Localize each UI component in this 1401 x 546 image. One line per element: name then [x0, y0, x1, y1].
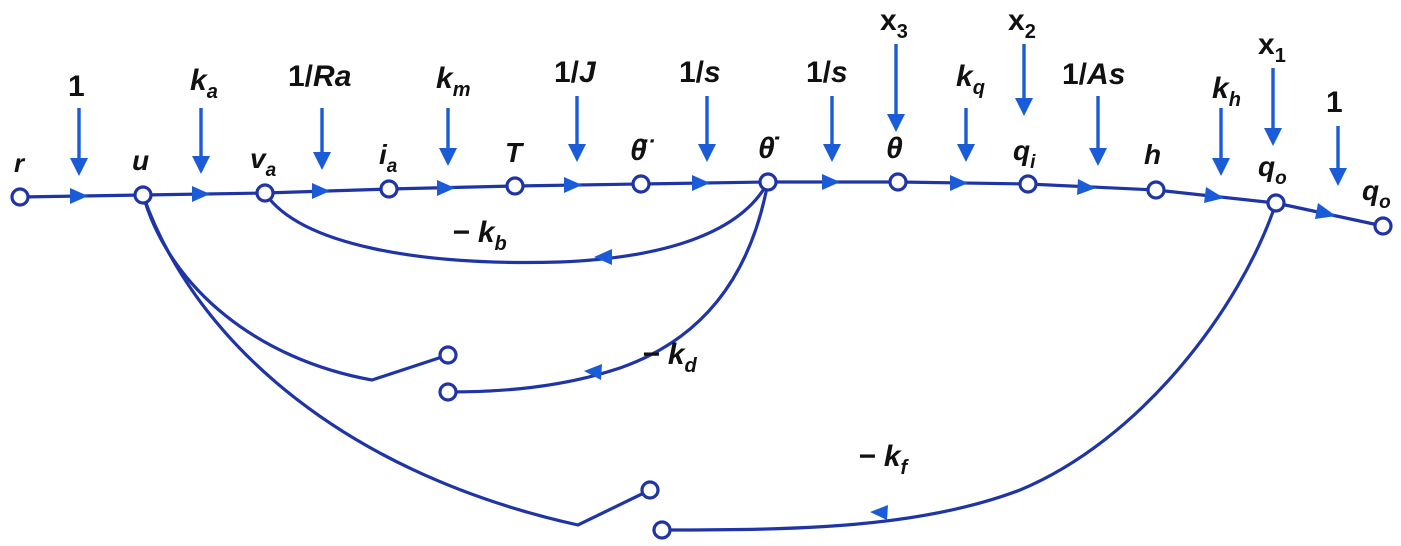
gain-T-thetaddot: 1/J: [554, 56, 597, 89]
node-label-va: va: [250, 143, 277, 181]
gain-arrows: [70, 44, 1347, 186]
node-theta: [888, 172, 908, 192]
switch-terminal-c: [640, 480, 660, 500]
forward-arrowheads: [70, 174, 1336, 219]
gain-r-u: 1: [68, 70, 85, 103]
node-h: [1146, 180, 1166, 200]
disturbance-x2: x2: [1008, 4, 1036, 43]
node-theta-dot: [758, 172, 778, 192]
disturbance-x1: x1: [1258, 28, 1286, 67]
feedback-label-kd: − kd: [642, 338, 698, 377]
gain-ia-T: km: [436, 62, 470, 101]
feedback-kd-branch: [446, 180, 770, 394]
node-T: [505, 176, 525, 196]
feedback-kf-branch: [660, 201, 1278, 532]
gain-thetadot-theta: 1/s: [806, 56, 848, 89]
node-va: [255, 183, 275, 203]
forward-path: [18, 180, 1385, 228]
feedback-kb-arrowhead: [594, 249, 612, 265]
disturbance-x3: x3: [880, 4, 908, 43]
node-u: [133, 185, 153, 205]
feedback-label-kf: − kf: [858, 440, 910, 479]
gain-thetaddot-thetadot: 1/s: [679, 56, 721, 89]
node-qo: [1266, 193, 1286, 213]
node-label-qo: qo: [1258, 151, 1287, 189]
node-label-h: h: [1144, 139, 1161, 170]
node-qo-out: [1373, 216, 1393, 236]
feedback-kd-arrowhead: [584, 364, 602, 380]
gain-u-va: ka: [190, 64, 218, 103]
switch-terminal-d: [652, 520, 672, 540]
gain-qi-h: 1/As: [1062, 58, 1125, 91]
feedback-kb-branch: [263, 180, 770, 265]
gain-qo-out: 1: [1326, 86, 1343, 119]
node-label-theta-ddot: θ̈: [630, 134, 655, 167]
node-r: [10, 187, 30, 207]
gain-va-ia: 1/Ra: [288, 60, 351, 93]
node-label-u: u: [132, 145, 149, 176]
switch-line-2: [141, 193, 652, 527]
switch-terminal-b: [438, 382, 458, 402]
node-label-theta-dot: θ̇: [758, 132, 780, 165]
gain-h-qo: kh: [1212, 72, 1241, 111]
node-ia: [379, 179, 399, 199]
feedback-label-kb: − kb: [452, 216, 507, 255]
node-label-ia: ia: [379, 139, 398, 177]
node-label-theta: θ: [886, 132, 903, 165]
node-label-qi: qi: [1013, 135, 1036, 173]
node-label-r: r: [14, 148, 26, 178]
node-theta-ddot: [631, 174, 651, 194]
node-qi: [1018, 174, 1038, 194]
node-label-qo-out: qo: [1362, 175, 1391, 213]
feedback-kf-arrowhead: [870, 505, 888, 520]
switch-terminal-a: [438, 345, 458, 365]
node-label-T: T: [505, 137, 525, 168]
gain-theta-qi: kq: [956, 60, 985, 99]
